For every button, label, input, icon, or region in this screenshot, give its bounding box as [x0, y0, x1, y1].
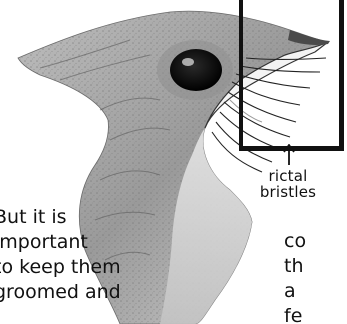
figure-label-line2: bristles	[248, 184, 328, 200]
body-text-left: But it is important to keep them groomed…	[0, 205, 121, 305]
text-line: fe	[284, 304, 306, 324]
arrow-up-icon	[283, 144, 295, 166]
text-line: co	[284, 229, 306, 254]
inset-frame	[239, 0, 344, 151]
eye	[170, 49, 222, 91]
text-line: th	[284, 254, 306, 279]
body-text-right: co th a fe	[284, 229, 306, 324]
text-line: to keep them	[0, 255, 121, 280]
text-line: groomed and	[0, 280, 121, 305]
text-line: a	[284, 279, 306, 304]
text-line: But it is	[0, 205, 121, 230]
text-line: important	[0, 230, 121, 255]
figure-label-line1: rictal	[248, 168, 328, 184]
